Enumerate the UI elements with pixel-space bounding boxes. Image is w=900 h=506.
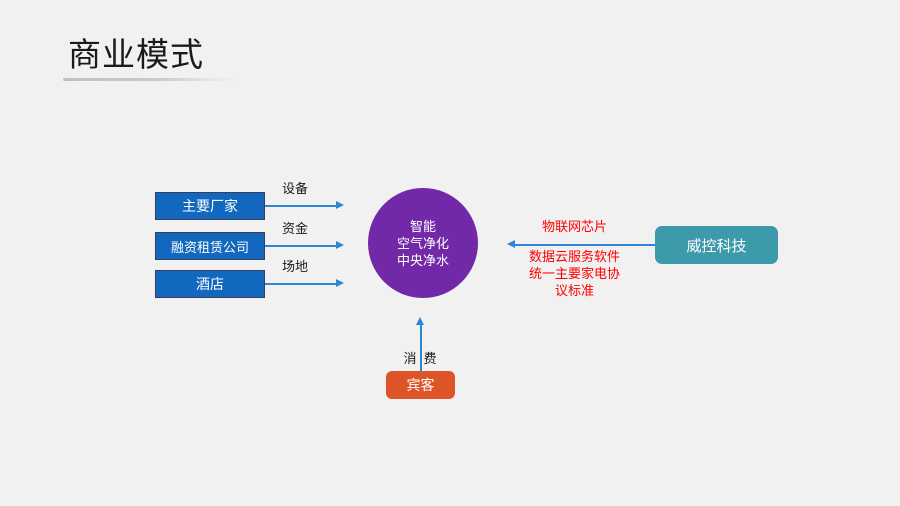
- source-box-manufacturer[interactable]: 主要厂家: [155, 192, 265, 220]
- flow-label-equipment: 设备: [282, 181, 309, 196]
- arrow-capital-to-center: [265, 240, 344, 251]
- source-box-hotel[interactable]: 酒店: [155, 270, 265, 298]
- arrow-line: [514, 244, 657, 246]
- partner-contribution-software: 数据云服务软件 统一主要家电协 议标准: [512, 248, 637, 299]
- center-node-line-3: 中央净水: [396, 252, 449, 268]
- flow-label-capital: 资金: [282, 221, 309, 236]
- arrow-line: [265, 205, 337, 207]
- title-underline-divider: [63, 78, 237, 81]
- arrow-head-right-icon: [336, 201, 344, 209]
- page-title: 商业模式: [68, 36, 204, 73]
- customer-box-guest[interactable]: 宾客: [386, 371, 455, 399]
- arrow-head-up-icon: [416, 317, 424, 325]
- source-box-leasing-company[interactable]: 融资租赁公司: [155, 232, 265, 260]
- flow-label-venue: 场地: [282, 259, 309, 274]
- arrow-customer-to-center: [415, 317, 426, 373]
- center-node-line-2: 空气净化: [396, 235, 449, 251]
- arrow-head-left-icon: [507, 240, 515, 248]
- partner-contribution-software-line-1: 数据云服务软件: [528, 249, 620, 264]
- arrow-partner-to-center: [507, 239, 657, 250]
- arrow-line: [420, 323, 422, 373]
- partner-contribution-software-line-2: 统一主要家电协: [528, 266, 620, 281]
- center-node-line-1: 智能: [409, 218, 436, 234]
- arrow-head-right-icon: [336, 279, 344, 287]
- center-node-smart-purification[interactable]: 智能 空气净化 中央净水: [368, 188, 478, 298]
- arrow-head-right-icon: [336, 241, 344, 249]
- arrow-equipment-to-center: [265, 200, 344, 211]
- arrow-venue-to-center: [265, 278, 344, 289]
- arrow-line: [265, 245, 337, 247]
- arrow-line: [265, 283, 337, 285]
- partner-contribution-chip: 物联网芯片: [541, 219, 607, 234]
- partner-box-weikong-tech[interactable]: 威控科技: [655, 226, 778, 264]
- flow-label-consumption: 消费: [403, 351, 444, 366]
- partner-contribution-software-line-3: 议标准: [554, 283, 594, 298]
